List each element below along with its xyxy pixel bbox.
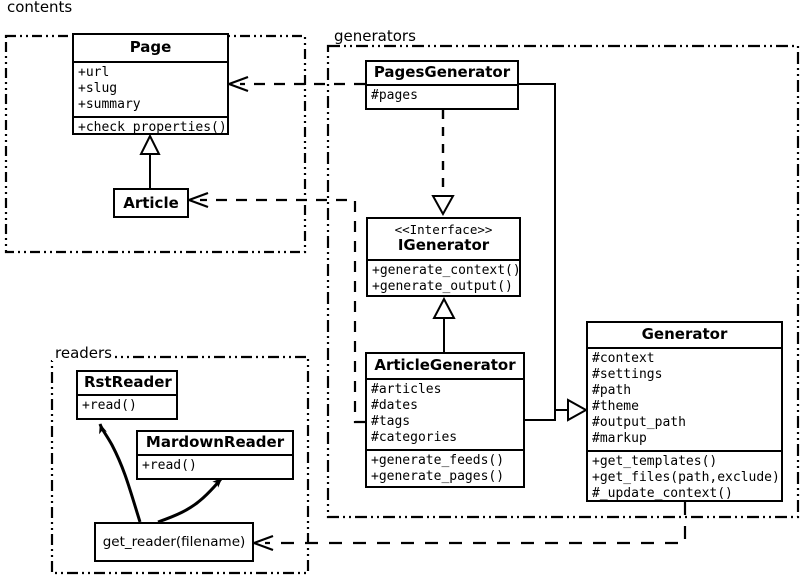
edge-getreader-creates-rstreader bbox=[98, 423, 142, 523]
class-box-pages-generator[interactable]: PagesGenerator #pages bbox=[365, 60, 519, 110]
operation-item: +get_files(path,exclude) bbox=[592, 470, 780, 485]
attribute-item: #path bbox=[592, 383, 632, 398]
operation-item: +generate_pages() bbox=[371, 469, 505, 484]
attribute-item: #pages bbox=[371, 88, 418, 103]
class-box-article-generator[interactable]: ArticleGenerator #articles #dates #tags … bbox=[365, 352, 525, 488]
operation-item: +generate_output() bbox=[372, 279, 513, 294]
operation-item: +get_templates() bbox=[592, 454, 718, 469]
class-operations-generator: +get_templates() +get_files(path,exclude… bbox=[588, 450, 781, 505]
class-attributes-article-generator: #articles #dates #tags #categories bbox=[367, 378, 523, 449]
attribute-item: +url bbox=[78, 65, 110, 80]
attribute-item: #articles bbox=[371, 382, 442, 397]
class-operations-rst-reader: +read() bbox=[78, 394, 176, 417]
class-box-mardown-reader[interactable]: MardownReader +read() bbox=[136, 430, 294, 480]
class-name-article: Article bbox=[123, 193, 179, 212]
function-label-get-reader: get_reader(filename) bbox=[102, 534, 246, 550]
class-stereotype-igenerator: <<Interface>> bbox=[394, 222, 493, 237]
package-label-generators: generators bbox=[331, 28, 419, 44]
attribute-item: #tags bbox=[371, 414, 411, 429]
attribute-item: #markup bbox=[592, 431, 647, 446]
operation-item: +generate_context() bbox=[372, 263, 521, 278]
attribute-item: #settings bbox=[592, 367, 663, 382]
operation-item: +read() bbox=[82, 398, 137, 413]
class-name-page: Page bbox=[129, 38, 172, 56]
edge-pagesgenerator-dependency-page bbox=[228, 75, 365, 93]
function-box-get-reader[interactable]: get_reader(filename) bbox=[94, 522, 254, 562]
class-operations-article-generator: +generate_feeds() +generate_pages() bbox=[367, 449, 523, 488]
edge-article-generalization-page bbox=[139, 133, 161, 188]
operation-item: +generate_feeds() bbox=[371, 453, 505, 468]
class-operations-mardown-reader: +read() bbox=[138, 454, 292, 477]
package-label-readers: readers bbox=[52, 345, 115, 361]
class-box-rst-reader[interactable]: RstReader +read() bbox=[76, 370, 178, 420]
class-box-page[interactable]: Page +url +slug +summary +check_properti… bbox=[72, 33, 229, 135]
package-label-contents: contents bbox=[4, 0, 76, 15]
class-attributes-pages-generator: #pages bbox=[367, 84, 517, 107]
edge-generators-generalization-generator bbox=[519, 83, 589, 422]
class-attributes-page: +url +slug +summary bbox=[74, 61, 227, 116]
attribute-item: #dates bbox=[371, 398, 418, 413]
class-operations-page: +check_properties() bbox=[74, 116, 227, 139]
edge-articlegenerator-realization-igenerator bbox=[432, 296, 456, 352]
class-box-generator[interactable]: Generator #context #settings #path #them… bbox=[586, 321, 783, 502]
class-name-pages-generator: PagesGenerator bbox=[373, 63, 511, 81]
class-name-igenerator: IGenerator bbox=[397, 236, 490, 254]
operation-item: +read() bbox=[142, 458, 197, 473]
class-operations-igenerator: +generate_context() +generate_output() bbox=[368, 259, 521, 298]
attribute-item: #categories bbox=[371, 430, 458, 445]
class-box-igenerator[interactable]: <<Interface>> IGenerator +generate_conte… bbox=[366, 217, 521, 297]
class-attributes-generator: #context #settings #path #theme #output_… bbox=[588, 347, 781, 450]
class-box-article[interactable]: Article bbox=[113, 188, 189, 218]
class-name-generator: Generator bbox=[641, 325, 728, 343]
attribute-item: +summary bbox=[78, 97, 141, 112]
edge-getreader-creates-mardownreader bbox=[157, 476, 224, 524]
operation-item: +check_properties() bbox=[78, 120, 227, 135]
edge-articlegenerator-dependency-article bbox=[188, 191, 365, 424]
attribute-item: #output_path bbox=[592, 415, 686, 430]
attribute-item: #theme bbox=[592, 399, 639, 414]
class-name-rst-reader: RstReader bbox=[84, 373, 172, 391]
operation-item: #_update_context() bbox=[592, 486, 733, 501]
class-name-mardown-reader: MardownReader bbox=[145, 433, 285, 451]
class-name-article-generator: ArticleGenerator bbox=[374, 356, 516, 374]
edge-generator-dependency-getreader bbox=[253, 502, 687, 552]
attribute-item: #context bbox=[592, 351, 655, 366]
edge-pagesgenerator-realization-igenerator bbox=[431, 110, 455, 217]
attribute-item: +slug bbox=[78, 81, 118, 96]
